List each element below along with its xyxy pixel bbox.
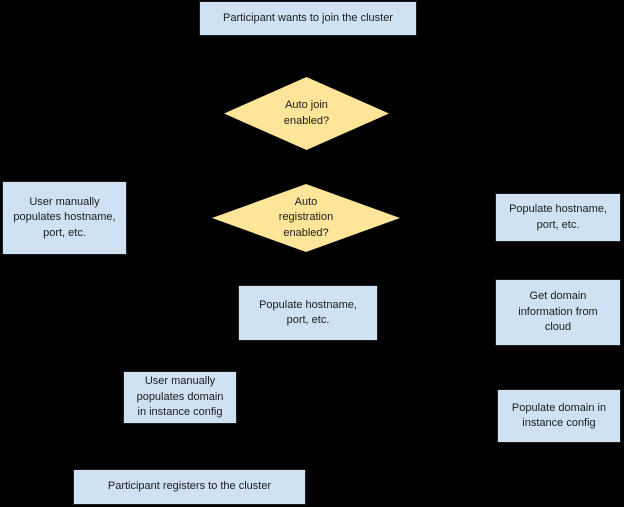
flow-node-register-label: Participant registers to the cluster	[107, 480, 272, 493]
flow-node-start: Participant wants to join the cluster	[199, 1, 417, 36]
flow-decision-auto-join: Auto join enabled?	[224, 77, 389, 150]
flow-decision-auto-registration: Auto registration enabled?	[212, 184, 400, 252]
flow-node-get-domain-cloud-label: Get domain information from cloud	[518, 290, 598, 334]
flow-node-populate-domain: Populate domain in instance config	[497, 389, 621, 443]
flow-decision-auto-join-label: Auto join enabled?	[283, 99, 330, 127]
flow-decision-auto-registration-label: Auto registration enabled?	[278, 195, 334, 239]
flow-node-manual-domain: User manually populates domain in instan…	[123, 371, 237, 424]
flow-node-get-domain-cloud: Get domain information from cloud	[495, 279, 621, 346]
flow-node-populate-hostname-right-label: Populate hostname, port, etc.	[509, 203, 607, 231]
flow-node-manual-domain-label: User manually populates domain in instan…	[136, 375, 224, 419]
flow-node-start-label: Participant wants to join the cluster	[223, 11, 393, 24]
flow-node-populate-domain-label: Populate domain in instance config	[511, 401, 607, 429]
flow-node-populate-hostname-mid-label: Populate hostname, port, etc.	[259, 298, 357, 326]
flow-node-populate-hostname-right: Populate hostname, port, etc.	[495, 193, 621, 242]
flow-node-populate-hostname-mid: Populate hostname, port, etc.	[238, 285, 378, 341]
flow-node-register: Participant registers to the cluster	[73, 469, 306, 505]
flow-node-manual-hostname-label: User manually populates hostname, port, …	[13, 195, 116, 239]
flow-node-manual-hostname: User manually populates hostname, port, …	[2, 181, 127, 255]
